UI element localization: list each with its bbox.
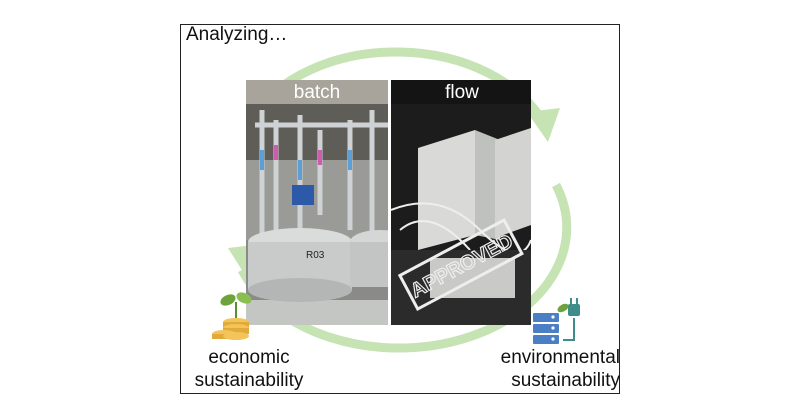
- batch-label-bar: [246, 80, 388, 104]
- cycle-arrowhead-right: [527, 108, 560, 142]
- batch-photo: [246, 80, 388, 325]
- right-caption: environmental sustainability: [484, 346, 620, 392]
- right-caption-line1: environmental: [500, 347, 620, 368]
- server-plug-icon: [533, 298, 580, 344]
- left-caption-line1: economic: [208, 347, 290, 368]
- status-text: Analyzing…: [186, 24, 288, 45]
- plant-coins-icon: [212, 292, 252, 340]
- right-caption-line2: sustainability: [511, 370, 620, 391]
- batch-label: batch: [294, 82, 340, 103]
- flow-label: flow: [445, 82, 479, 103]
- reactor-tag: R03: [306, 250, 325, 261]
- left-caption-line2: sustainability: [194, 370, 304, 391]
- left-caption: economic sustainability: [192, 346, 306, 392]
- flow-label-bar: [391, 80, 531, 104]
